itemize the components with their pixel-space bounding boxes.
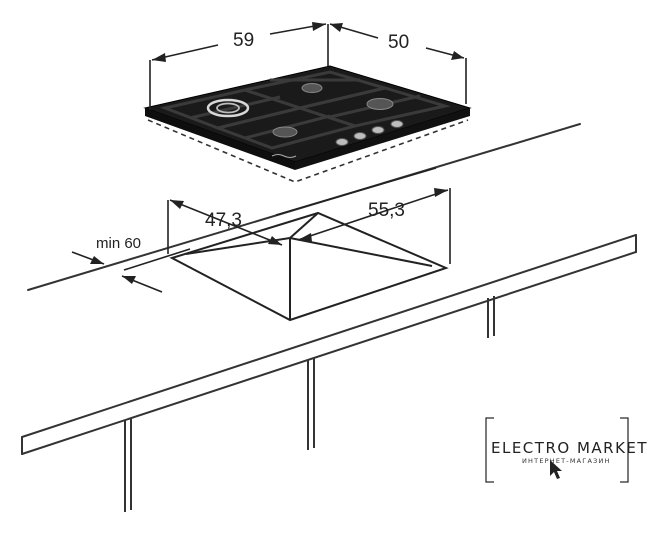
label-hob-depth: 50 <box>388 32 409 53</box>
cutout-opening <box>169 211 449 322</box>
brand-logo: ELECTRO MARKET ИНТЕРНЕТ-МАГАЗИН <box>485 414 648 486</box>
control-knobs <box>335 120 404 146</box>
min-distance-arrowheads <box>90 256 136 284</box>
burner-front-center <box>272 126 298 138</box>
cutout-arrowheads <box>170 188 448 245</box>
burner-rear-left <box>301 83 323 93</box>
brand-tagline: ИНТЕРНЕТ-МАГАЗИН <box>522 457 611 465</box>
countertop <box>21 123 637 455</box>
arrow-cursor-icon <box>550 460 562 479</box>
label-min-distance: min 60 <box>96 235 141 252</box>
knob-1 <box>335 138 349 146</box>
hob-logo-mark <box>271 154 297 158</box>
burner-wok-inner <box>216 102 240 114</box>
knob-2 <box>353 132 367 140</box>
cutout-dimension-lines <box>167 167 451 264</box>
burner-rear-right <box>366 98 394 110</box>
label-hob-width: 59 <box>233 30 254 51</box>
hob <box>143 65 472 183</box>
burners <box>206 83 394 138</box>
label-cutout-width: 55,3 <box>368 200 405 221</box>
hob-front-edge <box>145 108 295 170</box>
hob-arrowheads <box>152 22 464 62</box>
countertop-legs <box>124 296 495 512</box>
pan-supports <box>159 70 451 150</box>
knob-4 <box>390 120 404 128</box>
burner-wok <box>206 98 250 118</box>
hob-dashed-outline <box>147 119 469 183</box>
hob-side-edge <box>295 108 470 170</box>
brand-name: ELECTRO MARKET <box>491 439 648 457</box>
knob-3 <box>371 126 385 134</box>
label-cutout-depth: 47,3 <box>205 210 242 231</box>
